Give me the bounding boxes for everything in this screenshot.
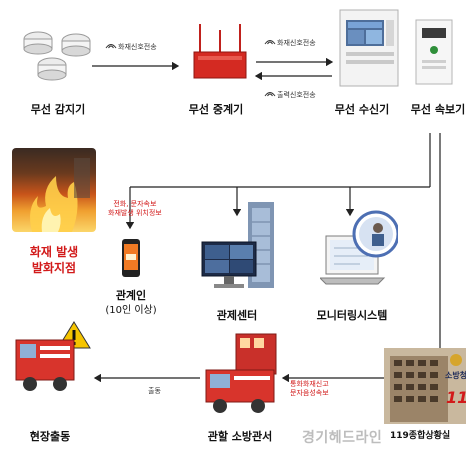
label-stakeholder-sub: (10인 이상) bbox=[105, 305, 157, 316]
wireless-alarm-icon bbox=[414, 18, 454, 86]
wireless-signal-icon bbox=[105, 44, 117, 49]
report-line2: 문자음성속보 bbox=[290, 389, 329, 397]
phone-sms-line1: 전화, 문자속보 bbox=[113, 200, 157, 208]
fire-caption-line2: 발화지점 bbox=[31, 261, 77, 275]
label-monitoring: 모니터링시스템 bbox=[316, 309, 388, 322]
label-alarm: 무선 속보기 bbox=[410, 103, 466, 116]
label-fire-hq: 119종합상황실 bbox=[390, 431, 451, 441]
dispatch-small-label: 출동 bbox=[148, 387, 161, 395]
hq-119-emblem: 119 bbox=[446, 388, 466, 407]
label-detector: 무선 감지기 bbox=[30, 103, 86, 116]
fire-hq-building: 소방청 119 bbox=[384, 348, 466, 424]
signal-label-output: 출력신호전송 bbox=[277, 91, 316, 99]
fire-photo bbox=[12, 148, 96, 232]
wireless-repeater-icon bbox=[190, 22, 250, 84]
wireless-receiver-icon bbox=[338, 8, 400, 88]
phone-icon bbox=[121, 238, 141, 278]
label-dispatch: 현장출동 bbox=[29, 430, 71, 443]
monitoring-icon bbox=[318, 206, 400, 298]
report-line1: 통화화재신고 bbox=[290, 380, 329, 388]
wireless-signal-icon bbox=[264, 92, 276, 97]
label-stakeholder: 관계인 bbox=[115, 289, 147, 302]
signal-label-fire-2: 화재신호전송 bbox=[277, 39, 316, 47]
watermark: 경기헤드라인 bbox=[302, 430, 383, 446]
label-receiver: 무선 수신기 bbox=[334, 103, 390, 116]
wireless-detector-icon bbox=[18, 25, 98, 90]
phone-sms-line2: 화재발생 위치정보 bbox=[108, 209, 162, 217]
label-control-center: 관제센터 bbox=[216, 309, 258, 322]
control-center-icon bbox=[198, 198, 280, 294]
dispatch-truck-icon bbox=[10, 318, 94, 398]
label-local-station: 관할 소방관서 bbox=[207, 430, 273, 443]
report-label: 통화화재신고 문자음성속보 bbox=[290, 380, 329, 398]
station-sign: 소방청 bbox=[445, 371, 466, 380]
fire-truck-icon bbox=[202, 330, 282, 416]
label-repeater: 무선 중계기 bbox=[188, 103, 244, 116]
fire-caption-line1: 화재 발생 bbox=[29, 245, 79, 259]
wireless-signal-icon bbox=[264, 40, 276, 45]
phone-sms-label: 전화, 문자속보 화재발생 위치정보 bbox=[108, 200, 162, 218]
fire-caption: 화재 발생 발화지점 bbox=[12, 244, 96, 276]
signal-label-fire-1: 화재신호전송 bbox=[118, 43, 157, 51]
